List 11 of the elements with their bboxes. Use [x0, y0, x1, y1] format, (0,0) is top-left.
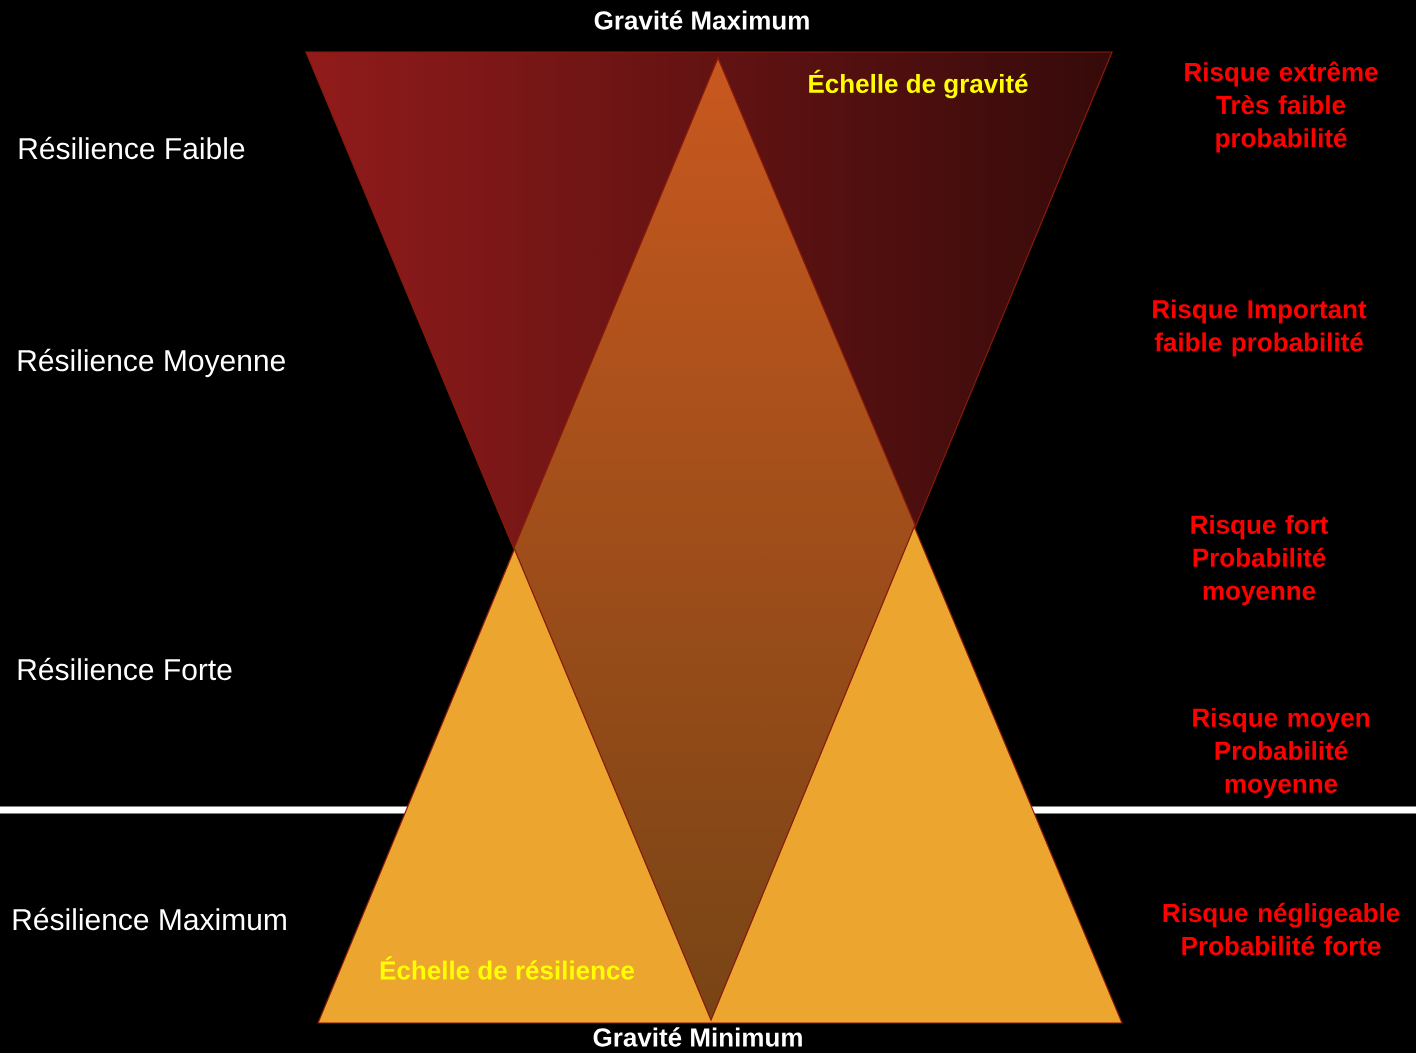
scale-label: Résilience Moyenne [18, 348, 285, 378]
scale-label: Résilience Maximum [13, 907, 286, 931]
risk-label: Risque Important faible probabilité [1153, 299, 1367, 357]
heading: Gravité Minimum [593, 1027, 802, 1047]
scale-label: Résilience Forte [18, 657, 232, 681]
risk-label: Risque négligeable Probabilité forte [1163, 902, 1400, 956]
risk-label: Risque moyen Probabilité moyenne [1193, 707, 1369, 799]
risk-label: Risque fort Probabilité moyenne [1191, 514, 1328, 606]
risk-label: Risque extrême Très faible probabilité [1185, 61, 1378, 153]
scale-label: Résilience Faible [19, 136, 245, 160]
heading: Gravité Maximum [594, 10, 809, 30]
